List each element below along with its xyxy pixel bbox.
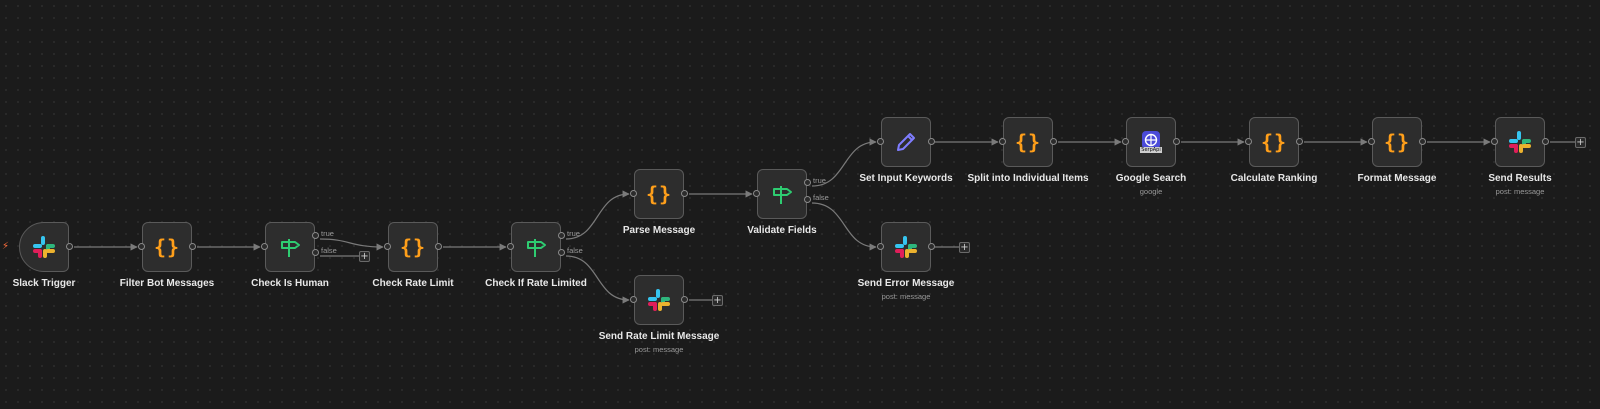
node-label: Calculate Ranking bbox=[1230, 173, 1318, 184]
node-send-results[interactable] bbox=[1495, 117, 1545, 167]
node-slack-trigger[interactable] bbox=[19, 222, 69, 272]
node-label: Check If Rate Limited bbox=[485, 278, 587, 289]
branch-label-true: true bbox=[813, 176, 826, 185]
slack-icon bbox=[895, 236, 917, 258]
branch-label-false: false bbox=[813, 193, 829, 202]
node-calculate-ranking[interactable]: {} bbox=[1249, 117, 1299, 167]
pencil-icon bbox=[897, 133, 915, 151]
node-google-search[interactable]: SerpApi bbox=[1126, 117, 1176, 167]
output-handle[interactable] bbox=[1542, 138, 1549, 145]
input-handle[interactable] bbox=[384, 243, 391, 250]
input-handle[interactable] bbox=[877, 243, 884, 250]
output-handle[interactable] bbox=[189, 243, 196, 250]
node-label: Set Input Keywords bbox=[859, 173, 953, 184]
output-handle[interactable] bbox=[1419, 138, 1426, 145]
output-handle[interactable] bbox=[1173, 138, 1180, 145]
node-check-rate-limit[interactable]: {} bbox=[388, 222, 438, 272]
branch-label-false: false bbox=[321, 246, 337, 255]
input-handle[interactable] bbox=[877, 138, 884, 145]
node-subtitle: google bbox=[1139, 187, 1163, 196]
add-node-button[interactable]: + bbox=[1575, 137, 1586, 148]
input-handle[interactable] bbox=[630, 190, 637, 197]
node-label: Check Rate Limit bbox=[372, 278, 454, 289]
code-icon: {} bbox=[645, 182, 673, 206]
input-handle[interactable] bbox=[138, 243, 145, 250]
output-handle-true[interactable] bbox=[558, 232, 565, 239]
node-label: Check Is Human bbox=[251, 278, 329, 289]
node-send-rate-limit-message[interactable] bbox=[634, 275, 684, 325]
output-handle[interactable] bbox=[928, 138, 935, 145]
input-handle[interactable] bbox=[1491, 138, 1498, 145]
code-icon: {} bbox=[1383, 130, 1411, 154]
node-label: Send Rate Limit Message bbox=[598, 331, 720, 342]
output-handle[interactable] bbox=[66, 243, 73, 250]
node-label: Format Message bbox=[1357, 173, 1437, 184]
slack-icon bbox=[33, 236, 55, 258]
node-label: Validate Fields bbox=[747, 225, 817, 236]
node-label: Send Error Message bbox=[857, 278, 955, 289]
node-filter-bot-messages[interactable]: {} bbox=[142, 222, 192, 272]
slack-icon bbox=[1509, 131, 1531, 153]
input-handle[interactable] bbox=[1245, 138, 1252, 145]
input-handle[interactable] bbox=[630, 296, 637, 303]
node-send-error-message[interactable] bbox=[881, 222, 931, 272]
node-subtitle: post: message bbox=[1495, 187, 1545, 196]
node-label: Parse Message bbox=[622, 225, 696, 236]
input-handle[interactable] bbox=[261, 243, 268, 250]
node-check-is-human[interactable] bbox=[265, 222, 315, 272]
node-label: Send Results bbox=[1488, 173, 1552, 184]
node-validate-fields[interactable] bbox=[757, 169, 807, 219]
node-label: Google Search bbox=[1115, 173, 1187, 184]
trigger-bolt-icon: ⚡ bbox=[2, 241, 10, 252]
node-set-input-keywords[interactable] bbox=[881, 117, 931, 167]
output-handle-true[interactable] bbox=[312, 232, 319, 239]
add-node-button[interactable]: + bbox=[959, 242, 970, 253]
input-handle[interactable] bbox=[999, 138, 1006, 145]
output-handle[interactable] bbox=[1296, 138, 1303, 145]
branch-label-true: true bbox=[321, 229, 334, 238]
input-handle[interactable] bbox=[1368, 138, 1375, 145]
output-handle-false[interactable] bbox=[558, 249, 565, 256]
node-subtitle: post: message bbox=[634, 345, 684, 354]
add-node-button[interactable]: + bbox=[712, 295, 723, 306]
output-handle[interactable] bbox=[1050, 138, 1057, 145]
add-node-button[interactable]: + bbox=[359, 251, 370, 262]
serpapi-icon: SerpApi bbox=[1140, 131, 1162, 153]
node-label: Slack Trigger bbox=[12, 278, 76, 289]
node-subtitle: post: message bbox=[881, 292, 931, 301]
output-handle[interactable] bbox=[928, 243, 935, 250]
input-handle[interactable] bbox=[753, 190, 760, 197]
branch-label-false: false bbox=[567, 246, 583, 255]
output-handle-false[interactable] bbox=[312, 249, 319, 256]
output-handle[interactable] bbox=[435, 243, 442, 250]
output-handle-false[interactable] bbox=[804, 196, 811, 203]
code-icon: {} bbox=[399, 235, 427, 259]
branch-label-true: true bbox=[567, 229, 580, 238]
node-label: Split into Individual Items bbox=[967, 173, 1089, 184]
node-format-message[interactable]: {} bbox=[1372, 117, 1422, 167]
if-router-icon bbox=[773, 186, 792, 204]
input-handle[interactable] bbox=[507, 243, 514, 250]
code-icon: {} bbox=[1014, 130, 1042, 154]
node-check-if-rate-limited[interactable] bbox=[511, 222, 561, 272]
if-router-icon bbox=[281, 239, 300, 257]
output-handle[interactable] bbox=[681, 190, 688, 197]
slack-icon bbox=[648, 289, 670, 311]
output-handle-true[interactable] bbox=[804, 179, 811, 186]
code-icon: {} bbox=[153, 235, 181, 259]
code-icon: {} bbox=[1260, 130, 1288, 154]
output-handle[interactable] bbox=[681, 296, 688, 303]
node-split-into-individual-items[interactable]: {} bbox=[1003, 117, 1053, 167]
input-handle[interactable] bbox=[1122, 138, 1129, 145]
if-router-icon bbox=[527, 239, 546, 257]
serpapi-wordmark: SerpApi bbox=[1140, 147, 1162, 153]
node-label: Filter Bot Messages bbox=[119, 278, 215, 289]
node-parse-message[interactable]: {} bbox=[634, 169, 684, 219]
